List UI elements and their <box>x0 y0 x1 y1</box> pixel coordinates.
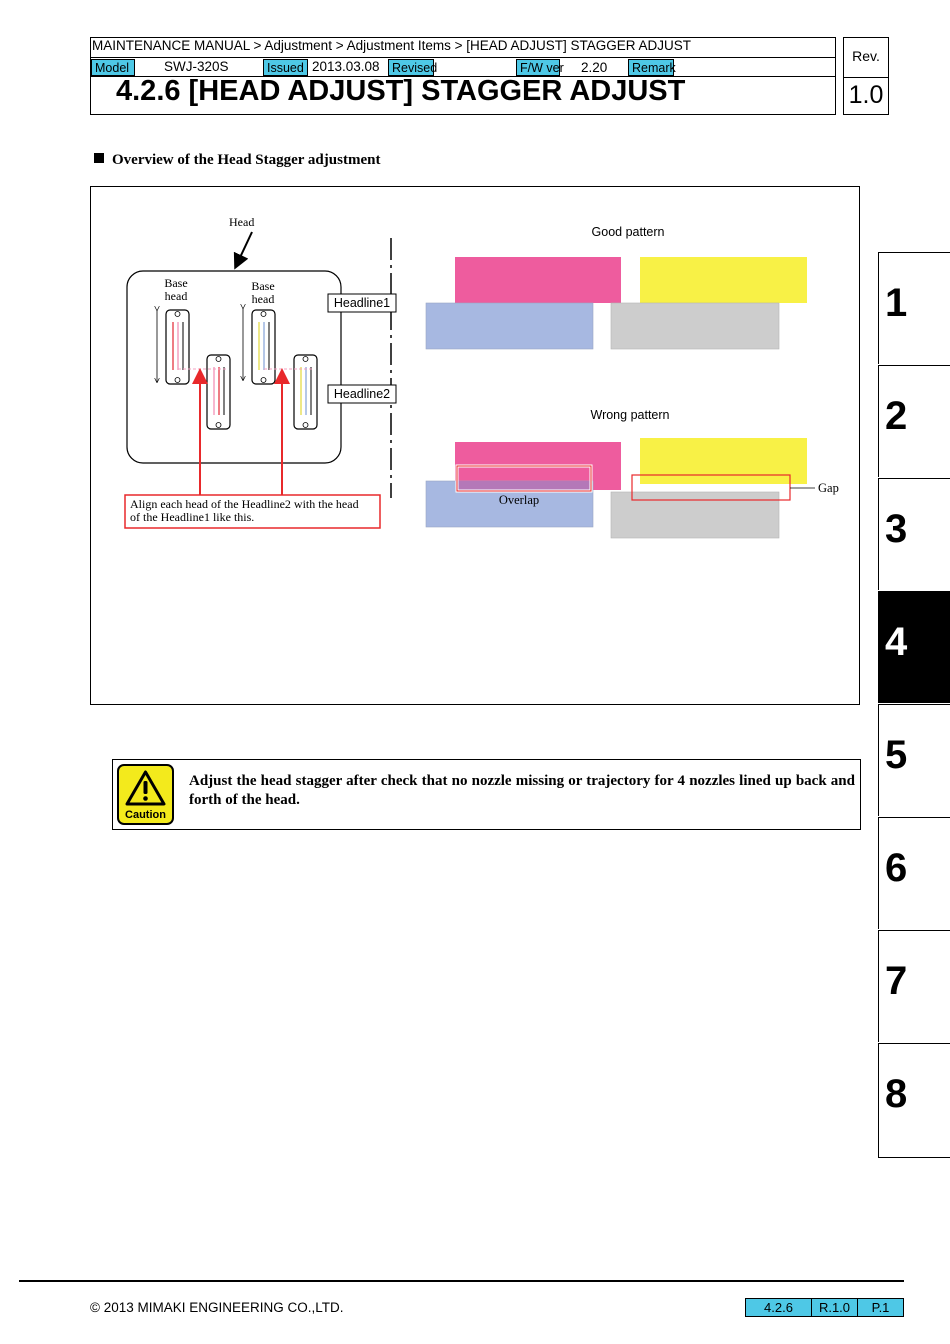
figure-frame <box>90 186 860 705</box>
page-title: 4.2.6 [HEAD ADJUST] STAGGER ADJUST <box>116 75 686 107</box>
caution-icon: Caution <box>117 764 174 825</box>
footer-section-number: 4.2.6 <box>745 1298 812 1317</box>
caution-icon-label: Caution <box>125 809 166 821</box>
revised-label: Revised <box>388 59 437 76</box>
footer-revision: R.1.0 <box>811 1298 858 1317</box>
chapter-tab-1[interactable]: 1 <box>878 252 950 364</box>
head-unit-3 <box>243 308 276 385</box>
copyright: © 2013 MIMAKI ENGINEERING CO.,LTD. <box>90 1300 344 1315</box>
head-unit-1 <box>157 310 190 385</box>
headline1-box <box>327 293 397 313</box>
issued-label: Issued <box>263 59 308 76</box>
overlap-highlight <box>456 465 592 492</box>
fw-version-value: 2.20 <box>581 60 608 75</box>
head-unit-4 <box>293 354 318 430</box>
chapter-tab-5[interactable]: 5 <box>878 704 950 816</box>
caution-text: Adjust the head stagger after check that… <box>189 773 855 808</box>
section-heading: Overview of the Head Stagger adjustment <box>94 152 380 169</box>
headline2-label: Headline2 <box>334 387 390 401</box>
headline2-box <box>327 384 397 404</box>
alignment-note-box <box>124 494 381 529</box>
gap-highlight <box>631 474 791 501</box>
bullet-square-icon <box>94 153 104 163</box>
header-divider <box>90 57 836 58</box>
chapter-tab-3[interactable]: 3 <box>878 478 950 590</box>
revision-value: 1.0 <box>848 81 884 109</box>
alignment-note: Align each head of the Headline2 with th… <box>130 497 359 524</box>
chapter-tab-8[interactable]: 8 <box>878 1043 950 1158</box>
good-magenta-block <box>455 257 621 303</box>
revision-divider <box>843 77 889 78</box>
remark-label: Remark <box>628 59 676 76</box>
wrong-gray-block <box>610 491 780 539</box>
chapter-tab-6[interactable]: 6 <box>878 817 950 929</box>
breadcrumb: MAINTENANCE MANUAL > Adjustment > Adjust… <box>92 38 692 53</box>
header-divider <box>90 76 836 77</box>
overlap-label: Overlap <box>499 493 539 507</box>
overlap-region <box>458 481 591 490</box>
model-label: Model <box>91 59 135 76</box>
chapter-tab-7[interactable]: 7 <box>878 930 950 1042</box>
head-arrow <box>233 231 253 270</box>
good-blue-block <box>425 302 594 350</box>
wrong-yellow-block <box>640 438 807 484</box>
model-value: SWJ-320S <box>164 59 229 74</box>
issued-value: 2013.03.08 <box>312 59 380 74</box>
revision-label: Rev. <box>852 48 880 64</box>
footer-rule <box>19 1280 904 1282</box>
revision-box <box>843 37 889 115</box>
good-yellow-block <box>640 257 807 303</box>
wrong-pattern-label: Wrong pattern <box>591 408 670 422</box>
head-unit-2 <box>206 354 231 430</box>
head-label: Head <box>229 215 254 229</box>
good-gray-block <box>610 302 780 350</box>
headline1-label: Headline1 <box>334 296 390 310</box>
chapter-tab-2[interactable]: 2 <box>878 365 950 477</box>
good-pattern-label: Good pattern <box>592 225 665 239</box>
gap-label: Gap <box>818 481 839 495</box>
footer-page: P.1 <box>857 1298 904 1317</box>
section-heading-text: Overview of the Head Stagger adjustment <box>112 152 381 168</box>
caution-box <box>112 759 861 830</box>
fw-version-label: F/W ver <box>516 59 564 76</box>
chapter-tab-4[interactable]: 4 <box>878 591 950 703</box>
